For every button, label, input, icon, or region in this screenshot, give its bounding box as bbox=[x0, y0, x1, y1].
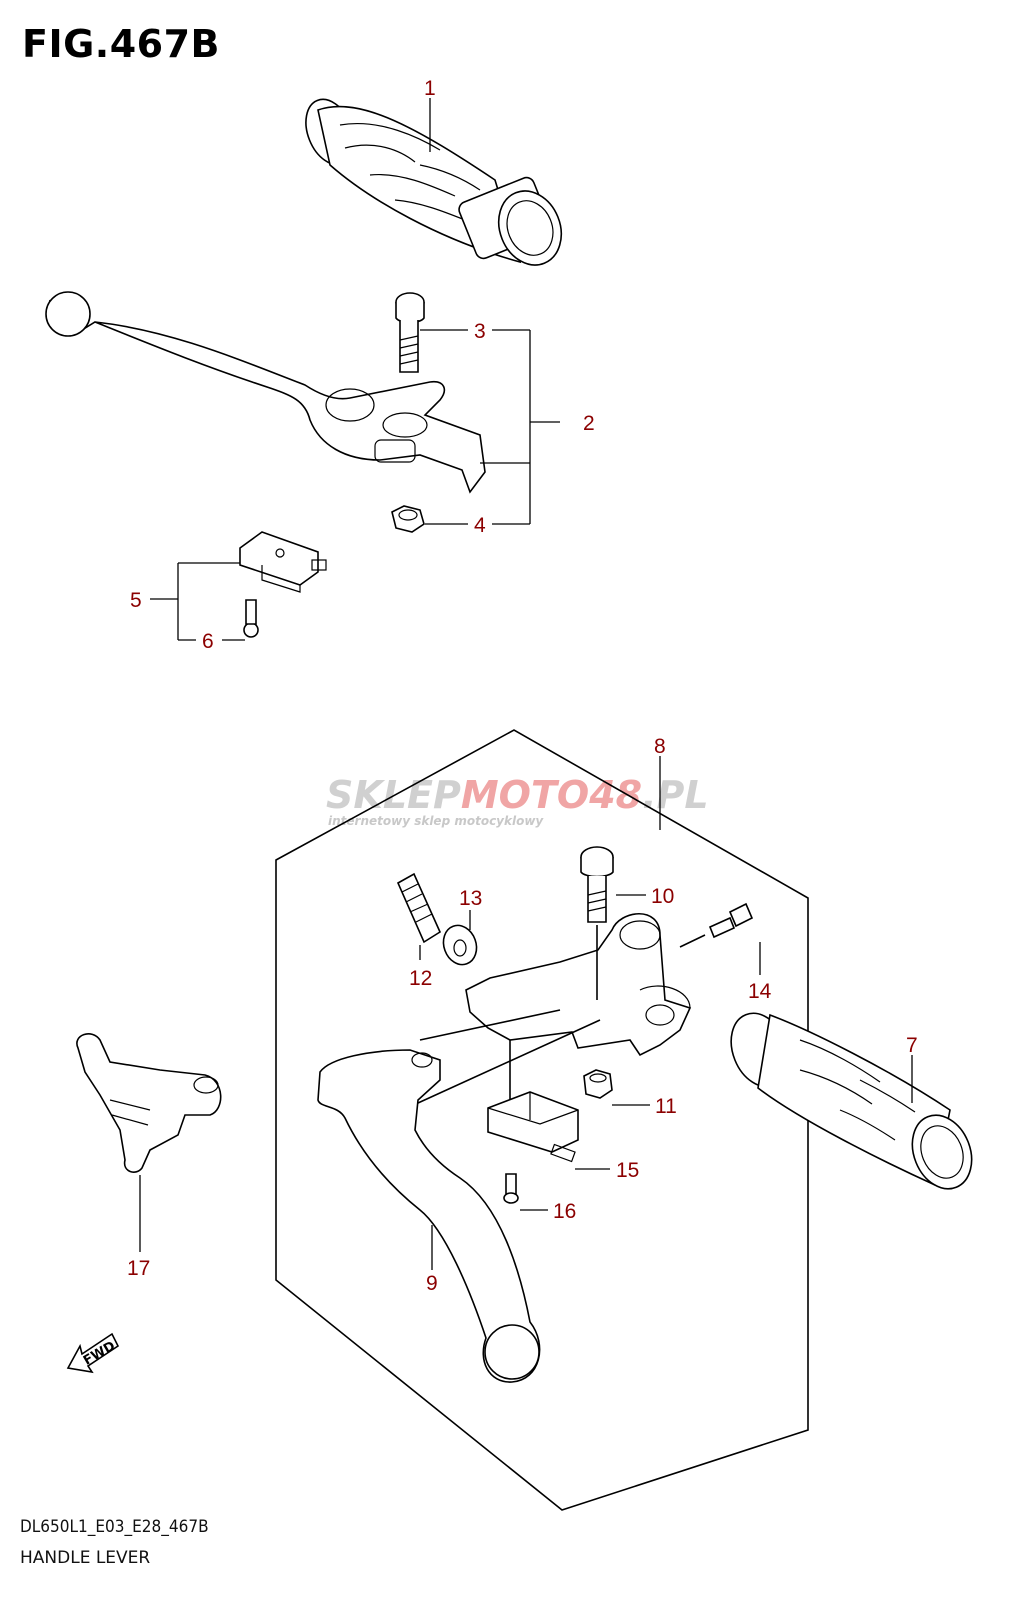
callout-1: 1 bbox=[424, 77, 436, 100]
part-1-throttle-grip bbox=[305, 98, 563, 266]
callout-2: 2 bbox=[583, 412, 595, 435]
callout-7: 7 bbox=[906, 1034, 918, 1057]
part-13-locknut bbox=[442, 924, 478, 966]
fwd-arrow-icon: FWD bbox=[66, 1332, 120, 1374]
part-4-nut bbox=[391, 505, 425, 533]
callout-6: 6 bbox=[202, 630, 214, 653]
part-16-screw bbox=[503, 1173, 519, 1204]
watermark-number: 48 bbox=[588, 773, 642, 817]
callout-11: 11 bbox=[655, 1095, 677, 1118]
callout-12: 12 bbox=[409, 967, 432, 990]
part-11-nut bbox=[583, 1069, 613, 1099]
svg-text:SKLEPMOTO48.PL: SKLEPMOTO48.PL bbox=[326, 773, 709, 817]
clutch-lever-bracket bbox=[465, 912, 692, 1057]
callout-10: 10 bbox=[651, 885, 674, 908]
part-10-pivot-bolt bbox=[580, 846, 614, 923]
callout-14: 14 bbox=[748, 980, 772, 1003]
callout-5: 5 bbox=[130, 589, 142, 612]
part-5-brake-switch bbox=[239, 531, 327, 593]
part-15-clutch-switch bbox=[487, 1091, 579, 1163]
figure-name: HANDLE LEVER bbox=[20, 1548, 151, 1568]
callout-15: 15 bbox=[616, 1159, 639, 1182]
part-8-assembly-outline bbox=[275, 729, 809, 1511]
callout-16: 16 bbox=[553, 1200, 576, 1223]
watermark-suffix: .PL bbox=[642, 773, 709, 817]
callout-17: 17 bbox=[127, 1257, 150, 1280]
callout-9: 9 bbox=[426, 1272, 438, 1295]
callout-8: 8 bbox=[654, 735, 666, 758]
part-3-pivot-bolt bbox=[395, 292, 425, 373]
part-14-screw bbox=[708, 902, 754, 939]
watermark-main: MOTO bbox=[461, 773, 589, 817]
part-6-screw bbox=[243, 599, 259, 638]
model-code: DL650L1_E03_E28_467B bbox=[20, 1517, 209, 1537]
callout-3: 3 bbox=[474, 320, 486, 343]
figure-title: FIG.467B bbox=[22, 22, 221, 66]
part-9-clutch-lever bbox=[317, 1049, 541, 1383]
leader-lines bbox=[139, 98, 913, 1270]
callout-4: 4 bbox=[474, 514, 486, 537]
part-17-lever-cover bbox=[76, 1033, 222, 1173]
part-2-front-brake-lever bbox=[45, 291, 486, 494]
part-12-cable-adjuster bbox=[396, 872, 442, 944]
callout-13: 13 bbox=[459, 887, 482, 910]
part-7-left-grip bbox=[730, 1012, 973, 1190]
watermark-tagline: internetowy sklep motocyklowy bbox=[328, 814, 544, 828]
callouts: 1 2 3 4 5 6 7 8 9 10 11 12 13 14 15 16 1… bbox=[127, 77, 918, 1295]
